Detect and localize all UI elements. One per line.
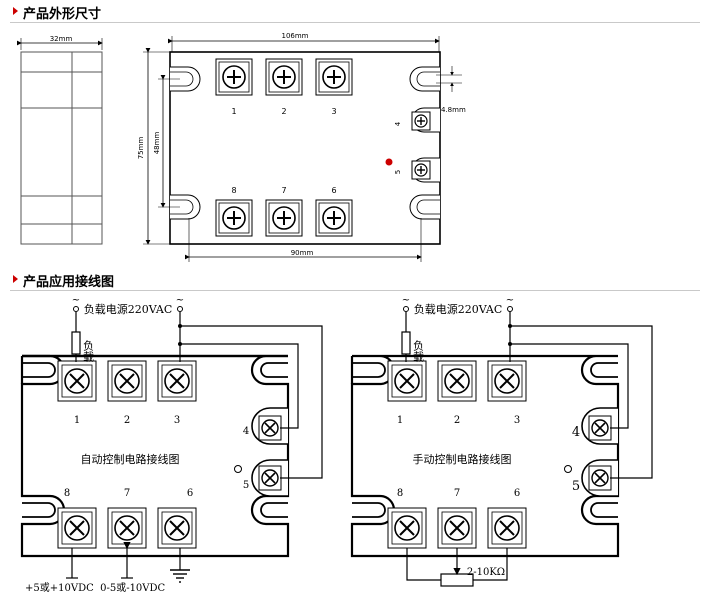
terminal-label-7: 7	[281, 186, 286, 195]
screw-terminal-icon	[265, 199, 303, 237]
terminal-label-6: 6	[187, 488, 193, 499]
supply-label: 负载电源220VAC	[414, 302, 503, 316]
screw-terminal-icon	[487, 360, 527, 402]
screw-terminal-icon	[487, 507, 527, 549]
section-title-dimensions: 产品外形尺寸	[23, 7, 102, 22]
terminal-label-1: 1	[397, 415, 403, 426]
screw-terminal-icon	[315, 199, 353, 237]
dc-input-label: +5或+10VDC 0-5或-10VDC	[25, 582, 166, 594]
screw-terminal-icon	[215, 199, 253, 237]
screw-terminal-icon	[387, 360, 427, 402]
terminal-label-5: 5	[394, 170, 402, 174]
terminal-label-7: 7	[124, 488, 130, 499]
terminal-label-3: 3	[514, 415, 520, 426]
tilde-2: ~	[176, 295, 184, 306]
screw-terminal-icon	[57, 360, 97, 402]
section-title-wiring: 产品应用接线图	[23, 275, 115, 290]
pot-label: 2-10KΩ	[467, 567, 505, 578]
ground-icon	[170, 569, 190, 583]
terminal-label-2: 2	[124, 415, 130, 426]
screw-terminal-icon	[157, 360, 197, 402]
terminal-label-8: 8	[397, 488, 403, 499]
screw-terminal-icon	[588, 465, 612, 491]
dim-height-inner: 48mm	[153, 132, 161, 155]
screw-terminal-icon	[387, 507, 427, 549]
terminal-label-6: 6	[514, 488, 520, 499]
screw-terminal-icon	[411, 111, 431, 131]
terminal-label-3: 3	[331, 107, 336, 116]
terminal-label-5: 5	[243, 480, 249, 491]
wiring-auto: 1 2 3 8 7 6 4 5 自动控制电路接线图 ~ ~ 负载电源220VAC…	[20, 295, 323, 594]
screw-terminal-icon	[57, 507, 97, 549]
screw-terminal-icon	[107, 507, 147, 549]
load-label: 负载	[82, 339, 95, 362]
dim-terminal-gap: 4.8mm	[441, 106, 466, 114]
terminal-label-3: 3	[174, 415, 180, 426]
indicator-led-icon	[564, 465, 572, 473]
top-view: 106mm 1 2 3 8 7 6 4 5	[137, 32, 466, 262]
screw-terminal-icon	[588, 415, 612, 441]
terminal-label-1: 1	[231, 107, 236, 116]
resistor-icon	[71, 331, 81, 355]
dim-width-top: 106mm	[282, 32, 309, 40]
screw-terminal-icon	[411, 160, 431, 180]
terminal-label-4: 4	[572, 425, 580, 440]
terminal-label-5: 5	[572, 479, 580, 494]
terminal-label-4: 4	[243, 426, 249, 437]
dim-width-side: 32mm	[50, 35, 73, 43]
tilde-1: ~	[402, 295, 410, 306]
screw-terminal-icon	[258, 465, 282, 491]
side-view: 32mm	[17, 35, 103, 245]
terminal-label-2: 2	[454, 415, 460, 426]
screw-terminal-icon	[107, 360, 147, 402]
diagram-caption-manual: 手动控制电路接线图	[413, 452, 512, 466]
diagram-caption-auto: 自动控制电路接线图	[81, 452, 180, 466]
screw-terminal-icon	[258, 415, 282, 441]
terminal-label-6: 6	[331, 186, 336, 195]
indicator-led-icon	[385, 158, 393, 166]
triangle-right-icon	[13, 275, 18, 283]
screw-terminal-icon	[215, 58, 253, 96]
terminal-label-7: 7	[454, 488, 460, 499]
terminal-label-8: 8	[231, 186, 236, 195]
wiring-manual: 1 2 3 8 7 6 4 5 手动控制电路接线图 ~ ~ 负载电源220VAC…	[350, 295, 653, 587]
indicator-led-icon	[234, 465, 242, 473]
dim-hole-spacing: 90mm	[291, 249, 314, 257]
screw-terminal-icon	[315, 58, 353, 96]
terminal-label-4: 4	[394, 121, 402, 126]
dim-height-outer: 75mm	[137, 137, 145, 160]
screw-terminal-icon	[157, 507, 197, 549]
screw-terminal-icon	[437, 360, 477, 402]
resistor-icon	[401, 331, 411, 355]
triangle-right-icon	[13, 7, 18, 15]
terminal-label-8: 8	[64, 488, 70, 499]
screw-terminal-icon	[437, 507, 477, 549]
terminal-label-1: 1	[74, 415, 80, 426]
section-header-dimensions: 产品外形尺寸	[10, 2, 700, 23]
terminal-label-2: 2	[281, 107, 286, 116]
screw-terminal-icon	[265, 58, 303, 96]
tilde-1: ~	[72, 295, 80, 306]
section-header-wiring: 产品应用接线图	[10, 270, 700, 291]
potentiometer-icon	[440, 548, 474, 587]
load-label: 负载	[412, 339, 425, 362]
tilde-2: ~	[506, 295, 514, 306]
supply-label: 负载电源220VAC	[84, 302, 173, 316]
